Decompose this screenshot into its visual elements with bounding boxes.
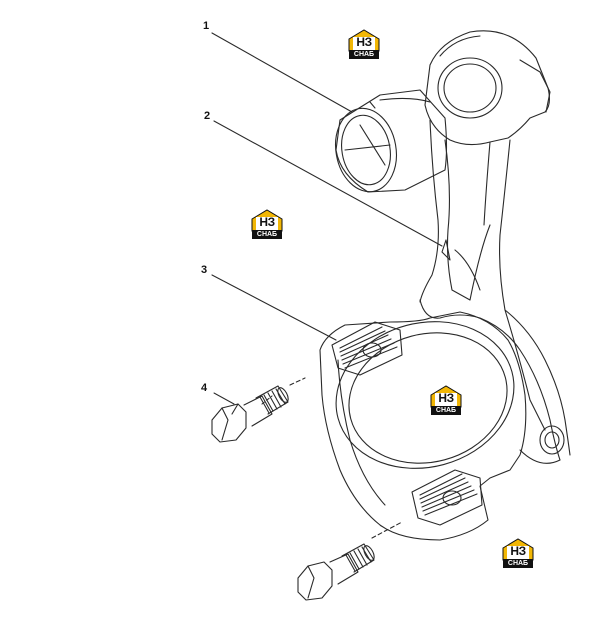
cap-bolt-lower	[297, 543, 375, 601]
house-logo-icon	[430, 385, 462, 408]
watermark-code: НЗ	[510, 544, 526, 558]
callout-3: 3	[201, 264, 208, 276]
leader-line-4	[213, 392, 235, 405]
house-logo-icon	[348, 29, 380, 52]
watermark-code: НЗ	[259, 215, 275, 229]
house-logo-icon	[251, 209, 283, 232]
serrated-joint-lower	[411, 469, 483, 526]
rod-big-end-web	[419, 299, 571, 464]
house-logo-icon	[502, 538, 534, 561]
rod-shank	[419, 119, 546, 431]
leader-line-3	[211, 274, 337, 341]
watermark-logo: НЗ СНАБ	[347, 29, 381, 61]
serrated-joint-upper	[331, 321, 403, 376]
watermark-word: СНАБ	[349, 50, 379, 59]
watermark-code: НЗ	[356, 35, 372, 49]
watermark-logo: НЗ СНАБ	[250, 209, 284, 241]
watermark-code: НЗ	[438, 391, 454, 405]
leader-line-1	[211, 32, 353, 113]
callout-1: 1	[203, 20, 210, 32]
callout-2: 2	[204, 110, 211, 122]
rod-cap	[319, 311, 527, 541]
rod-small-end	[424, 30, 551, 146]
watermark-word: СНАБ	[503, 559, 533, 568]
cap-bolt-upper	[211, 385, 289, 443]
callout-4: 4	[201, 382, 208, 394]
watermark-word: СНАБ	[431, 406, 461, 415]
watermark-logo: НЗ СНАБ	[501, 538, 535, 570]
watermark-word: СНАБ	[252, 230, 282, 239]
watermark-logo: НЗ СНАБ	[429, 385, 463, 417]
bearing-shell	[335, 89, 448, 193]
leader-line-2	[213, 120, 443, 247]
